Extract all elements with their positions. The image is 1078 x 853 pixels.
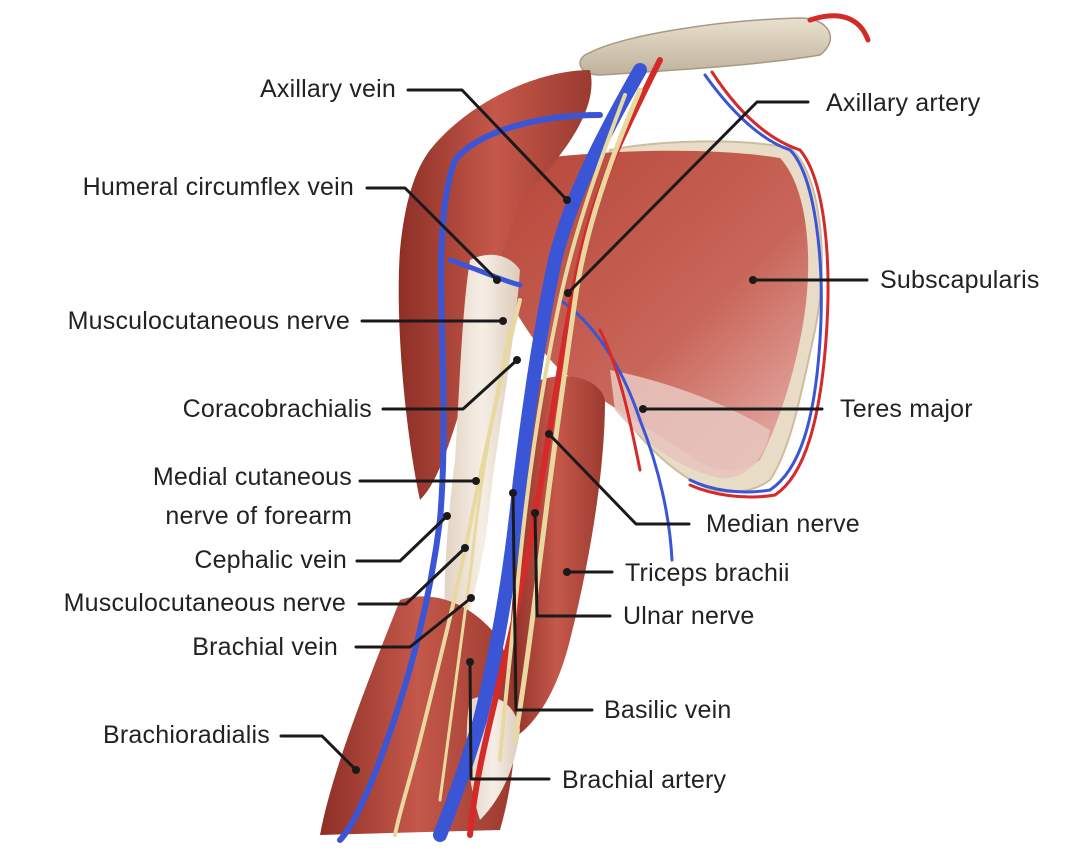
leader-dot: [352, 766, 360, 774]
leader-brachial-vein: [354, 596, 473, 649]
leader-axillary-vein: [406, 88, 569, 202]
leader-dot: [443, 512, 451, 520]
leader-dot: [461, 544, 469, 552]
subscapularis-muscle: [470, 150, 809, 471]
label-brachial-vein: Brachial vein: [192, 633, 338, 661]
leader-dot: [466, 658, 474, 666]
leader-dot: [545, 430, 553, 438]
leader-dot: [472, 477, 480, 485]
label-axillary-vein: Axillary vein: [260, 75, 396, 103]
leader-basilic-vein: [511, 491, 594, 712]
leader-dot: [749, 276, 757, 284]
leader-dot: [563, 568, 571, 576]
label-brachial-artery: Brachial artery: [562, 766, 727, 794]
leader-dot: [499, 317, 507, 325]
label-coracobrachialis: Coracobrachialis: [182, 395, 372, 423]
label-medial-cutaneous-nerve-line2: nerve of forearm: [165, 502, 352, 530]
leader-median-nerve: [547, 432, 691, 526]
leader-dot: [564, 289, 572, 297]
label-musculocutaneous-nerve-upper: Musculocutaneous nerve: [67, 307, 350, 335]
label-axillary-artery: Axillary artery: [826, 89, 981, 117]
label-humeral-circumflex-vein: Humeral circumflex vein: [82, 173, 354, 201]
leader-humeral-circumflex-vein: [365, 186, 499, 282]
leader-brachioradialis: [279, 734, 358, 772]
label-brachioradialis: Brachioradialis: [103, 721, 270, 749]
label-teres-major: Teres major: [840, 395, 973, 423]
leader-dot: [467, 594, 475, 602]
leader-dot: [509, 489, 517, 497]
nerves: [393, 87, 643, 837]
leader-musculocutaneous-nerve-lower: [357, 546, 467, 606]
leader-brachial-artery: [468, 660, 551, 781]
label-subscapularis: Subscapularis: [880, 266, 1040, 294]
leader-dot: [531, 509, 539, 517]
leader-coracobrachialis: [381, 358, 519, 411]
label-median-nerve: Median nerve: [706, 510, 860, 538]
leader-dot: [513, 356, 521, 364]
label-cephalic-vein: Cephalic vein: [194, 546, 347, 574]
leader-dot: [563, 196, 571, 204]
teres-major-muscle: [610, 370, 770, 479]
label-ulnar-nerve: Ulnar nerve: [623, 602, 755, 630]
label-basilic-vein: Basilic vein: [604, 696, 732, 724]
leader-dot: [639, 405, 647, 413]
label-medial-cutaneous-nerve-line1: Medial cutaneous: [152, 463, 352, 491]
clavicle-bone: [579, 17, 832, 76]
leader-lines: [279, 88, 869, 781]
leader-ulnar-nerve: [533, 511, 612, 618]
leader-dot: [493, 276, 501, 284]
label-triceps-brachii: Triceps brachii: [625, 559, 790, 587]
leader-cephalic-vein: [355, 514, 449, 563]
label-musculocutaneous-nerve-lower: Musculocutaneous nerve: [63, 589, 346, 617]
veins: [337, 63, 823, 843]
leader-axillary-artery: [566, 100, 810, 295]
